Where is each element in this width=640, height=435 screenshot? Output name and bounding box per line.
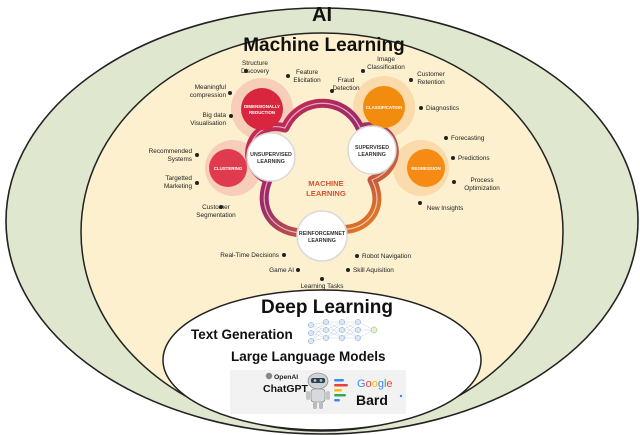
supervised-label-1: SUPERVISED [355, 145, 389, 151]
label-robot-navigation: Robot Navigation [362, 253, 411, 260]
unsupervised-label-2: LEARNING [257, 159, 285, 165]
class-label: CLASSIFICATION [366, 105, 403, 110]
robot-icon [306, 372, 330, 409]
reinforcement-hub [296, 210, 348, 262]
label-meaningful-compression-2: compression [190, 92, 227, 99]
label-meaningful-compression-1: Meaningful [195, 84, 226, 91]
label-recommended-systems-1: Recommended [149, 148, 193, 155]
label-fraud-detection-2: Detection [333, 85, 360, 92]
unsupervised-label-1: UNSUPERVISED [250, 152, 292, 158]
dim-circle [241, 88, 283, 130]
cluster-label: CLUSTERING [214, 166, 243, 171]
label-forecasting: Forecasting [451, 135, 485, 142]
neural-network-icon [300, 318, 388, 348]
supervised-hub [347, 125, 397, 175]
label-game-ai: Game AI [269, 267, 294, 274]
openai-label: OpenAI [274, 374, 298, 381]
reinforcement-label-1: REINFORCEMNET [299, 231, 346, 237]
bard-bars-icon [334, 379, 348, 402]
label-feature-elicitation-2: Elicitation [293, 77, 321, 84]
label-process-optimization-1: Process [470, 177, 493, 184]
chatgpt-label: ChatGPT [263, 383, 309, 395]
label-diagnostics: Diagnostics [426, 105, 459, 112]
unsupervised-hub [246, 132, 296, 182]
dim-label-2: REDUCTION [249, 110, 275, 115]
label-targetted-marketing-1: Targetted [165, 175, 192, 182]
label-fraud-detection-1: Fraud [338, 77, 355, 84]
center-label-2: LEARNING [306, 189, 346, 198]
label-new-insights: New Insights [427, 205, 464, 212]
regress-label: REGRESSION [411, 166, 440, 171]
ai-title: AI [312, 4, 332, 26]
label-structure-discovery-1: Structure [242, 60, 268, 67]
label-customer-segmentation-1: Customer [202, 204, 231, 211]
label-feature-elicitation-1: Feature [296, 69, 318, 76]
cluster-circle [209, 149, 247, 187]
dim-label-1: DIMENSIONALLY [244, 104, 280, 109]
label-image-classification-2: Classification [367, 64, 405, 71]
label-image-classification-1: Image [377, 56, 395, 63]
connector-dots [195, 69, 456, 281]
label-process-optimization-2: Optimization [464, 185, 500, 192]
label-targetted-marketing-2: Marketing [164, 183, 193, 190]
dl-title: Deep Learning [261, 297, 393, 318]
google-logo: Google [357, 378, 393, 390]
bard-label: Bard [356, 392, 388, 408]
label-customer-segmentation-2: Segmentation [196, 212, 236, 219]
label-big-data-1: Big data [203, 112, 227, 119]
openai-icon [265, 372, 273, 380]
label-big-data-2: Visualisation [190, 120, 226, 127]
label-recommended-systems-2: Systems [167, 156, 192, 163]
label-real-time-decisions: Real-Time Decisions [220, 252, 279, 259]
label-predictions: Predictions [458, 155, 490, 162]
label-customer-retention-2: Retention [417, 79, 445, 86]
llm-label: Large Language Models [231, 349, 386, 364]
text-generation-label: Text Generation [191, 327, 293, 342]
label-customer-retention-1: Customer [417, 71, 446, 78]
supervised-label-2: LEARNING [358, 152, 386, 158]
class-circle [363, 86, 405, 128]
regress-circle [407, 149, 445, 187]
reinforcement-label-2: LEARNING [308, 238, 336, 244]
ml-title: Machine Learning [243, 35, 405, 56]
center-label-1: MACHINE [308, 179, 343, 188]
label-learning-tasks: Learning Tasks [301, 283, 344, 290]
label-structure-discovery-2: Discovery [241, 68, 270, 75]
label-skill-aquisition: Skill Aquisition [353, 267, 394, 274]
sparkle-icon [399, 394, 403, 398]
